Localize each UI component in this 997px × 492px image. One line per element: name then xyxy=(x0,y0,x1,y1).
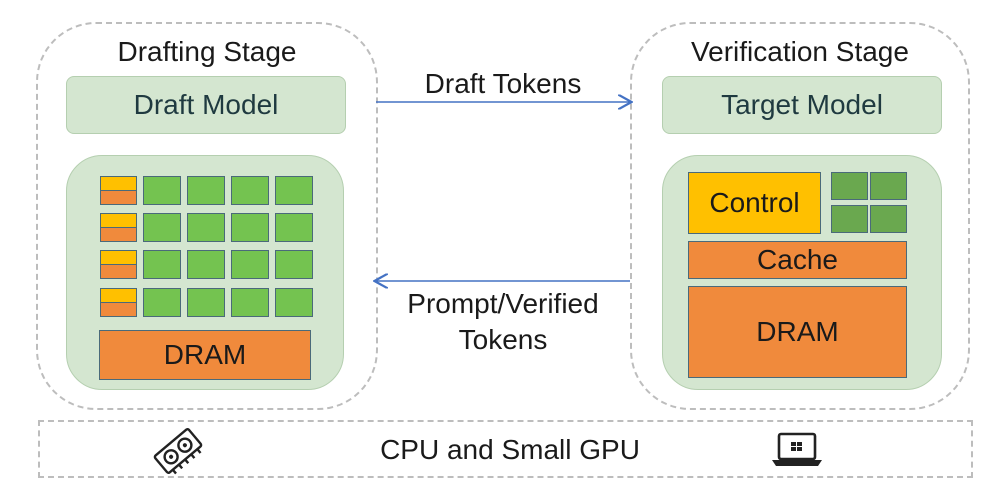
draft-core xyxy=(231,176,269,205)
verification-stage-title: Verification Stage xyxy=(691,36,909,67)
draft-core xyxy=(275,288,313,317)
draft-core xyxy=(231,250,269,279)
draft-tokens-label: Draft Tokens xyxy=(424,68,582,99)
verified-tokens-label-line2: Tokens xyxy=(458,324,548,355)
draft-core xyxy=(187,176,225,205)
draft-core xyxy=(275,250,313,279)
target-core xyxy=(831,172,868,200)
draft-core xyxy=(231,213,269,242)
draft-control-cache-cell xyxy=(100,176,137,205)
draft-core xyxy=(143,176,181,205)
draft-core xyxy=(187,250,225,279)
target-cache-block: Cache xyxy=(688,241,907,279)
draft-core xyxy=(143,288,181,317)
draft-model-box: Draft Model xyxy=(66,76,346,134)
draft-dram-block: DRAM xyxy=(99,330,311,380)
draft-core xyxy=(275,176,313,205)
laptop-icon xyxy=(772,432,822,466)
target-dram-block: DRAM xyxy=(688,286,907,378)
draft-core xyxy=(187,213,225,242)
draft-core xyxy=(231,288,269,317)
drafting-stage: Drafting Stage xyxy=(36,22,378,410)
draft-control-cache-cell xyxy=(100,288,137,317)
drafting-stage-title: Drafting Stage xyxy=(117,36,297,67)
draft-control-cache-cell xyxy=(100,213,137,242)
draft-core xyxy=(187,288,225,317)
cpu-gpu-label: CPU and Small GPU xyxy=(380,434,640,465)
verification-stage: Verification Stage xyxy=(630,22,970,410)
draft-core xyxy=(143,250,181,279)
draft-core xyxy=(275,213,313,242)
target-model-box: Target Model xyxy=(662,76,942,134)
draft-control-cache-cell xyxy=(100,250,137,279)
target-core xyxy=(870,172,907,200)
target-core xyxy=(831,205,868,233)
cpu-gpu-bar xyxy=(38,420,973,478)
target-core xyxy=(870,205,907,233)
gpu-card-icon xyxy=(153,428,203,475)
target-control-block: Control xyxy=(688,172,821,234)
draft-core xyxy=(143,213,181,242)
verified-tokens-label-line1: Prompt/Verified xyxy=(407,288,599,319)
